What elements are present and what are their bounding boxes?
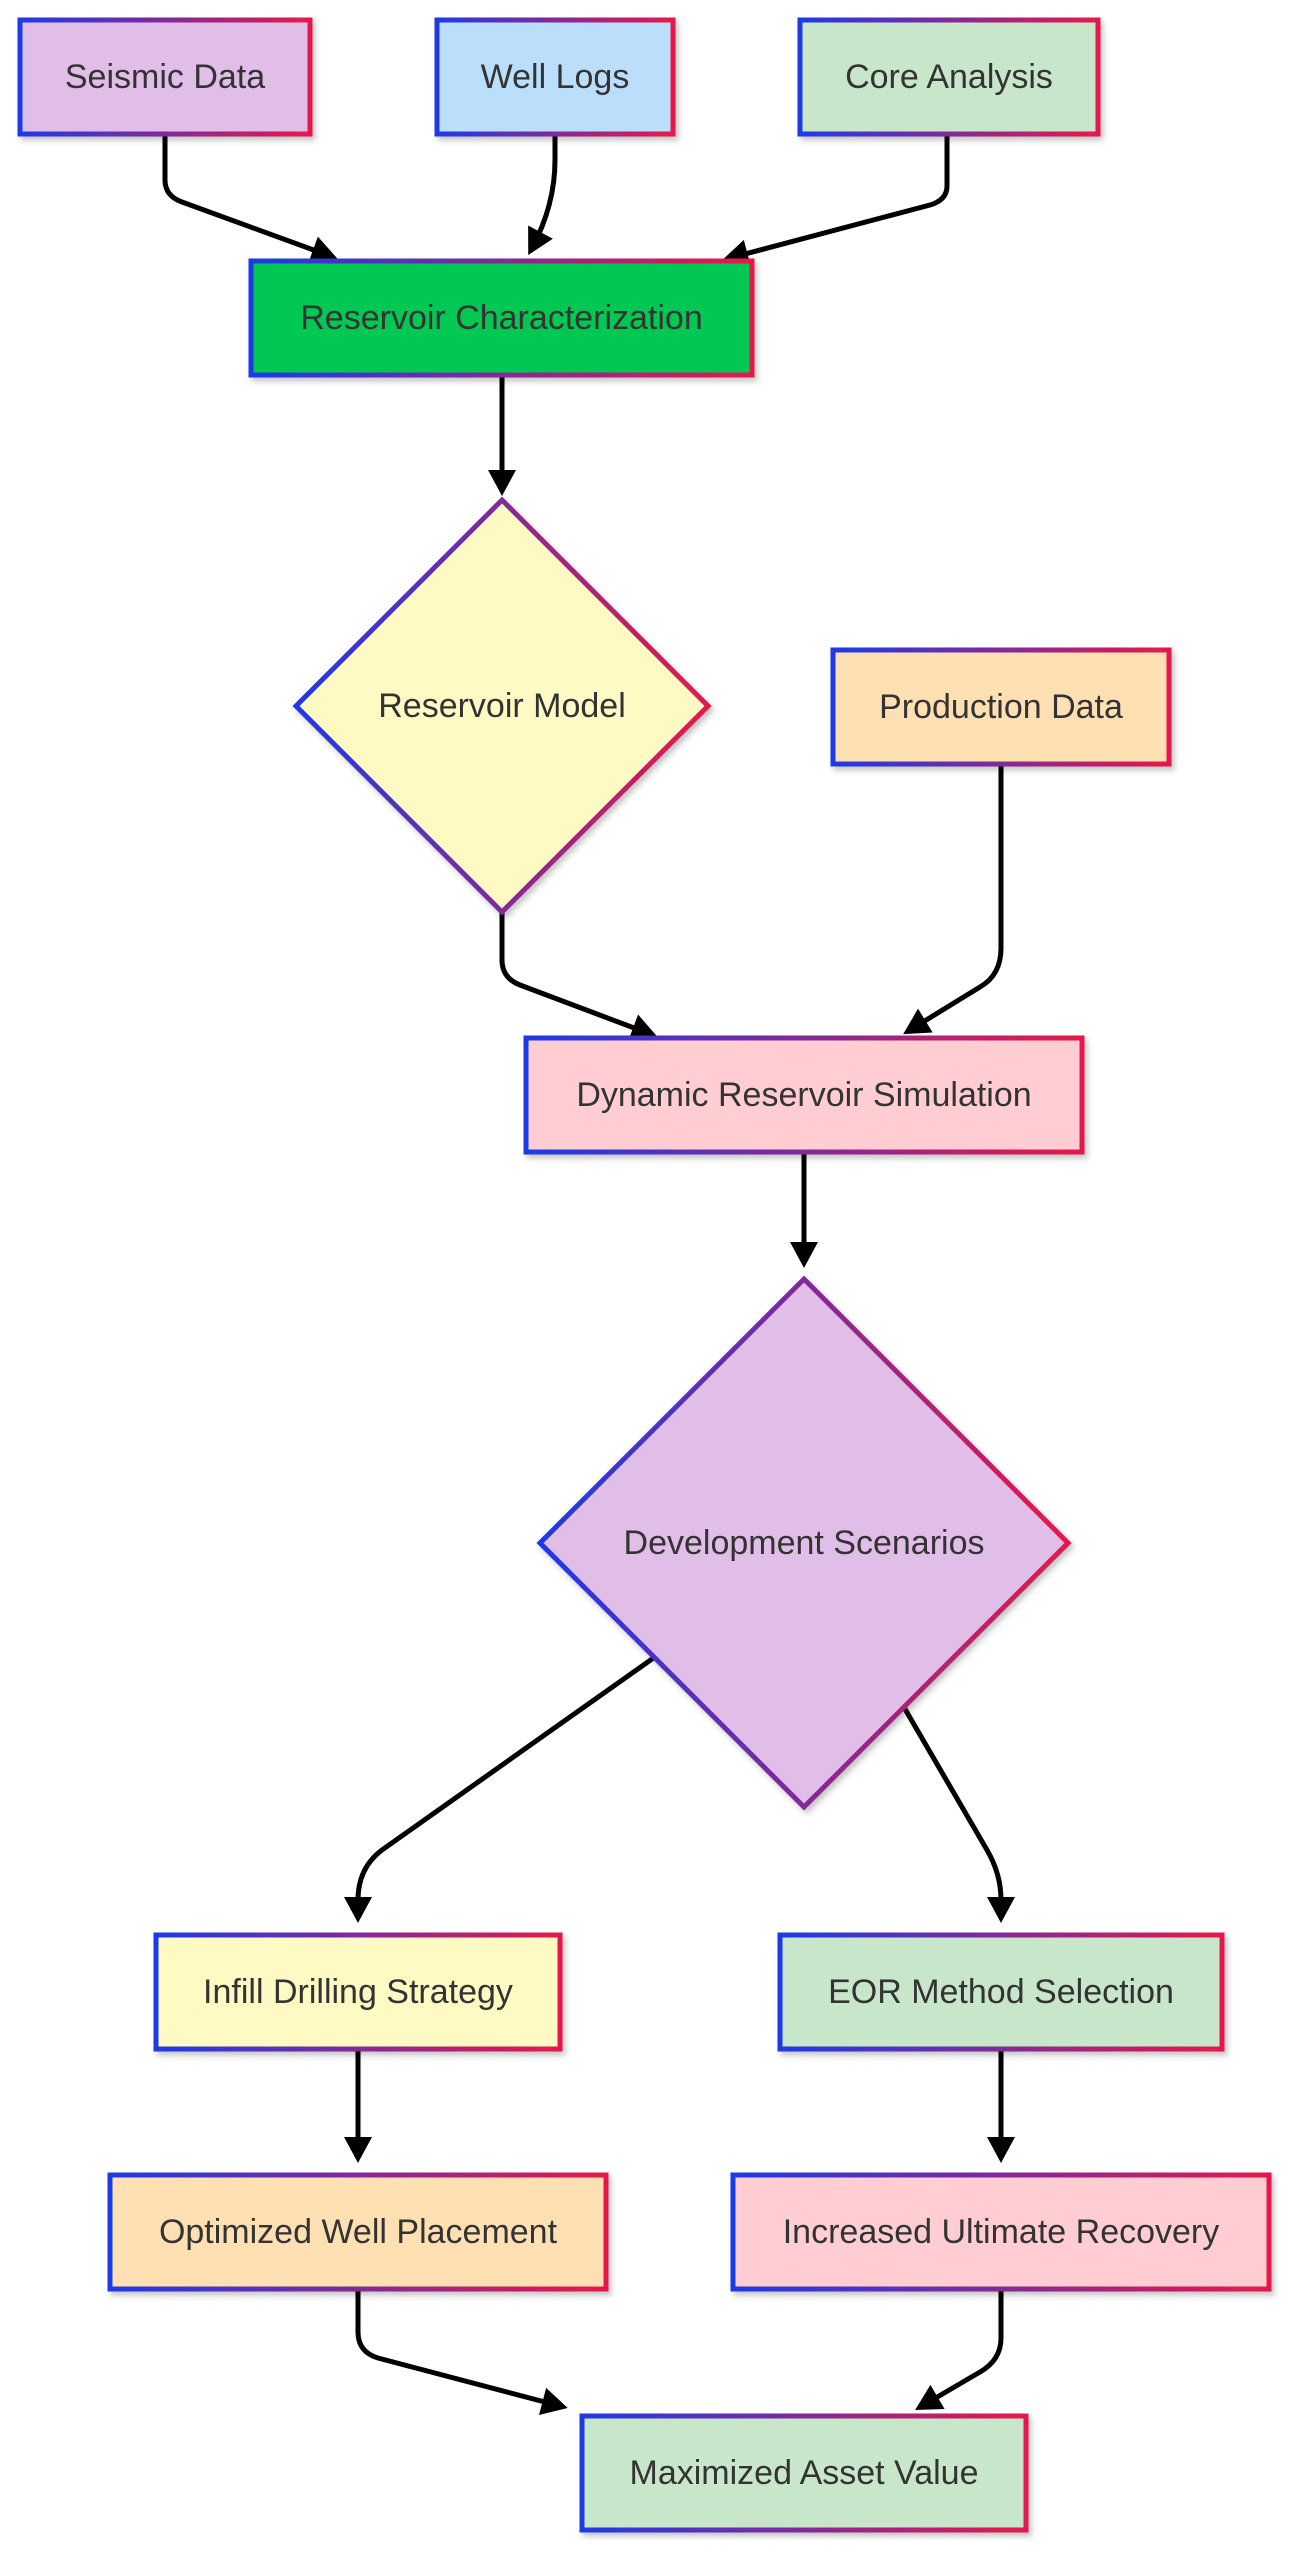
process-box — [107, 2172, 609, 2292]
node-label: Core Analysis — [845, 58, 1053, 96]
edge-infill-to-placement — [344, 2046, 372, 2163]
node-label: Dynamic Reservoir Simulation — [576, 1076, 1031, 1114]
connector-line — [919, 2286, 1004, 2409]
connector-line — [727, 131, 950, 261]
arrowhead-sim-to-dev — [790, 1242, 818, 1268]
node-prod: Production Data — [830, 647, 1172, 767]
edge-sim-to-dev — [790, 1149, 818, 1268]
edges-layer — [162, 131, 1015, 2415]
edge-seismic-to-charac — [162, 131, 338, 263]
edge-prod-to-sim — [903, 761, 1004, 1035]
node-charac: Reservoir Characterization — [248, 258, 755, 378]
process-box — [777, 1932, 1225, 2052]
arrowhead-charac-to-model — [488, 470, 516, 496]
node-infill: Infill Drilling Strategy — [153, 1932, 563, 2052]
arrowhead-prod-to-sim — [903, 1008, 933, 1035]
process-box — [797, 17, 1101, 137]
arrowhead-model-to-sim — [628, 1014, 658, 1041]
node-recovery: Increased Ultimate Recovery — [730, 2172, 1272, 2292]
process-box — [730, 2172, 1272, 2292]
arrowhead-placement-to-value — [539, 2387, 568, 2415]
decision-diamond — [536, 1275, 1072, 1811]
node-label: Maximized Asset Value — [630, 2454, 979, 2492]
node-label: Production Data — [879, 688, 1123, 726]
edge-recovery-to-value — [915, 2286, 1004, 2411]
arrowhead-recovery-to-value — [915, 2384, 945, 2411]
arrowhead-eor-to-recovery — [987, 2137, 1015, 2163]
node-seismic: Seismic Data — [17, 17, 313, 137]
edge-charac-to-model — [488, 372, 516, 496]
edge-core-to-charac — [722, 131, 950, 267]
node-placement: Optimized Well Placement — [107, 2172, 609, 2292]
connector-line — [907, 761, 1004, 1033]
edge-dev-to-eor — [902, 1706, 1015, 1923]
connector-line — [355, 2286, 563, 2409]
arrowhead-seismic-to-charac — [308, 236, 338, 263]
node-label: Well Logs — [481, 58, 630, 96]
node-label: Development Scenarios — [624, 1524, 985, 1562]
decision-diamond — [292, 496, 712, 916]
process-box — [248, 258, 755, 378]
node-welllogs: Well Logs — [434, 17, 676, 137]
node-label: Seismic Data — [65, 58, 265, 96]
node-dev: Development Scenarios — [536, 1275, 1072, 1811]
connector-line — [162, 131, 333, 259]
edge-dev-to-infill — [344, 1656, 655, 1923]
node-core: Core Analysis — [797, 17, 1101, 137]
node-model: Reservoir Model — [292, 496, 712, 916]
node-label: Infill Drilling Strategy — [203, 1973, 513, 2011]
process-box — [17, 17, 313, 137]
node-label: Increased Ultimate Recovery — [783, 2213, 1220, 2251]
node-value: Maximized Asset Value — [579, 2413, 1029, 2533]
connector-line — [902, 1706, 1004, 1918]
process-box — [153, 1932, 563, 2052]
process-box — [579, 2413, 1029, 2533]
process-box — [523, 1035, 1085, 1155]
edge-eor-to-recovery — [987, 2046, 1015, 2163]
edge-welllogs-to-charac — [528, 131, 558, 256]
node-label: Optimized Well Placement — [159, 2213, 558, 2251]
process-box — [830, 647, 1172, 767]
connector-line — [499, 909, 653, 1037]
node-label: EOR Method Selection — [828, 1973, 1174, 2011]
process-box — [434, 17, 676, 137]
node-eor: EOR Method Selection — [777, 1932, 1225, 2052]
edge-placement-to-value — [355, 2286, 568, 2415]
node-sim: Dynamic Reservoir Simulation — [523, 1035, 1085, 1155]
arrowhead-infill-to-placement — [344, 2137, 372, 2163]
node-label: Reservoir Characterization — [300, 299, 703, 337]
arrowhead-dev-to-eor — [987, 1897, 1015, 1923]
arrowhead-dev-to-infill — [344, 1897, 372, 1923]
nodes-layer: Seismic Data Well Logs Core AnalysisReserv… — [17, 17, 1272, 2533]
arrowhead-welllogs-to-charac — [528, 225, 553, 256]
edge-model-to-sim — [499, 909, 658, 1041]
connector-line — [355, 1656, 655, 1918]
node-label: Reservoir Model — [378, 687, 626, 725]
